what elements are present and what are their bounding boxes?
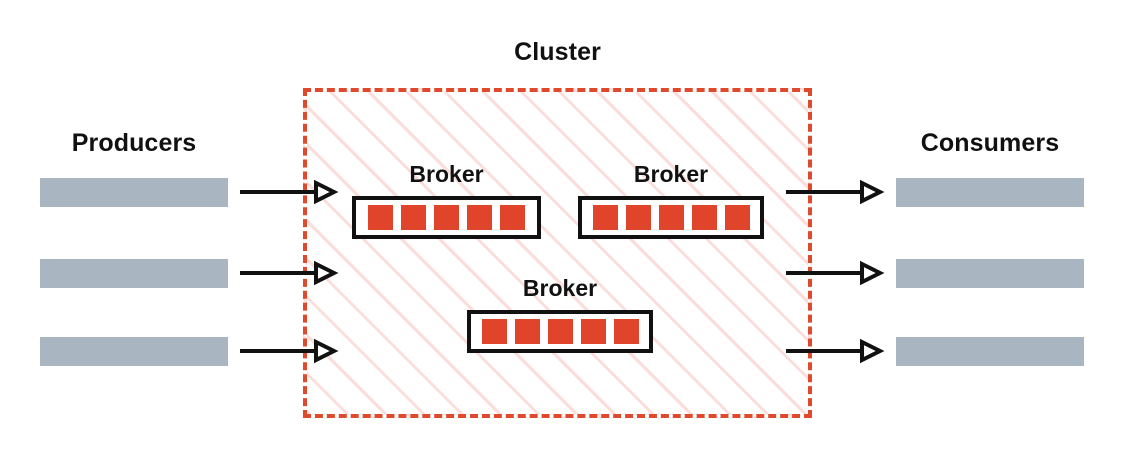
arrow-producer-3-to-cluster — [240, 338, 339, 364]
partition — [724, 205, 750, 230]
partition — [658, 205, 684, 230]
broker-3-label: Broker — [522, 275, 598, 301]
partition — [500, 205, 525, 230]
arrow-cluster-to-consumer-3 — [786, 338, 885, 364]
consumer-2[interactable] — [896, 259, 1084, 288]
arrow-cluster-to-consumer-1 — [786, 179, 885, 205]
partition — [613, 319, 639, 344]
partition — [401, 205, 426, 230]
cluster-boundary — [303, 88, 812, 418]
broker-2-partitions — [578, 196, 764, 239]
partition — [625, 205, 651, 230]
broker-3-partitions — [467, 310, 653, 353]
consumer-3[interactable] — [896, 337, 1084, 366]
producer-1[interactable] — [40, 178, 228, 207]
partition — [547, 319, 573, 344]
partition — [467, 205, 492, 230]
partition — [514, 319, 540, 344]
arrow-producer-1-to-cluster — [240, 179, 339, 205]
cluster-title: Cluster — [514, 38, 601, 66]
partition — [434, 205, 459, 230]
partition — [481, 319, 507, 344]
consumers-title: Consumers — [920, 129, 1060, 157]
producer-2[interactable] — [40, 259, 228, 288]
producer-3[interactable] — [40, 337, 228, 366]
broker-2-label: Broker — [633, 161, 709, 187]
consumer-1[interactable] — [896, 178, 1084, 207]
producers-title: Producers — [71, 129, 197, 157]
arrow-cluster-to-consumer-2 — [786, 260, 885, 286]
partition — [368, 205, 393, 230]
partition — [691, 205, 717, 230]
partition — [580, 319, 606, 344]
broker-1-label: Broker — [409, 161, 484, 187]
arrow-producer-2-to-cluster — [240, 260, 339, 286]
partition — [592, 205, 618, 230]
broker-1-partitions — [352, 196, 541, 239]
